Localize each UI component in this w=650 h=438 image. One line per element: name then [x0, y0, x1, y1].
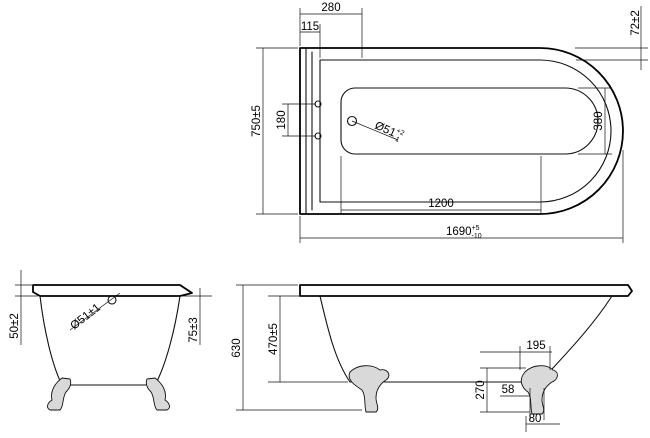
end-view-rim — [32, 284, 193, 297]
side-view-foot-right — [520, 365, 558, 415]
dim-depth: 470±5 — [268, 323, 280, 355]
top-view-inner-rim — [319, 59, 612, 203]
top-view-basin — [340, 87, 599, 155]
side-view-foot-left — [348, 365, 390, 413]
end-view: Ø51±1 50±2 75±3 — [9, 270, 212, 411]
dim-inner-length: 1200 — [428, 198, 454, 210]
side-view-rim — [299, 284, 633, 297]
dim-rim-height: 72±2 — [630, 10, 642, 36]
dim-foot-base: 80 — [529, 413, 542, 425]
waste-hole — [346, 115, 358, 127]
dim-foot-width: 58 — [502, 384, 515, 396]
dim-foot-spread: 195 — [526, 340, 545, 352]
end-view-foot-right — [145, 377, 170, 411]
dim-tap-offset: 115 — [301, 21, 319, 33]
end-view-foot-left — [47, 377, 72, 411]
end-view-body — [39, 295, 181, 386]
dim-deck-width: 280 — [321, 2, 340, 14]
dim-width: 750±5 — [251, 105, 263, 137]
top-view: 280 115 72±2 750±5 180 380 1200 1690+ — [251, 2, 648, 243]
end-view-overflow — [107, 295, 117, 305]
dim-overall-length: 1690+5-10 — [446, 225, 482, 240]
dim-overall-height: 630 — [231, 338, 243, 357]
dim-waste-diameter: Ø51+2-1 — [372, 119, 405, 145]
dim-foot-height: 270 — [475, 380, 487, 399]
dim-tap-spacing: 180 — [276, 110, 288, 129]
top-view-outer-outline — [299, 47, 624, 215]
dim-overflow: Ø51±1 — [68, 302, 103, 333]
dim-waste-height: 75±3 — [188, 317, 200, 343]
side-view: 630 470±5 195 270 58 80 — [231, 284, 633, 432]
dim-inner-width: 380 — [593, 111, 605, 130]
dim-rim-drop: 50±2 — [9, 313, 21, 339]
